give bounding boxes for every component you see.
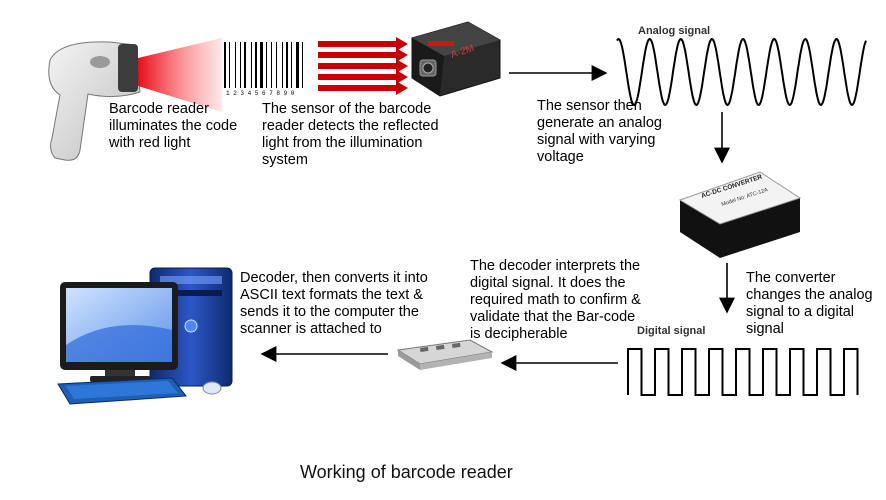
converter-box-icon: AC-DC CONVERTER Model No: ATC-12A bbox=[678, 171, 802, 258]
barcode-bar bbox=[296, 42, 299, 88]
step-sensor-detect-text: The sensor of the barcode reader detects… bbox=[262, 101, 439, 168]
barcode-icon bbox=[224, 42, 303, 88]
red-arrow bbox=[318, 37, 408, 51]
analog-signal-label: Analog signal bbox=[638, 25, 711, 37]
reflected-light-arrows bbox=[318, 37, 408, 95]
barcode-digits: 1 2 3 4 5 6 7 8 9 0 bbox=[226, 90, 295, 97]
barcode-bar bbox=[235, 42, 236, 88]
barcode-bar bbox=[276, 42, 277, 88]
decoder-board-icon bbox=[396, 339, 494, 370]
digital-waveform bbox=[627, 348, 859, 396]
step-decoder-text: The decoder interprets the digital signa… bbox=[470, 258, 641, 342]
barcode-bar bbox=[260, 42, 263, 88]
barcode-bar bbox=[229, 42, 230, 88]
analog-waveform bbox=[616, 37, 867, 107]
step-computer-text: Decoder, then converts it into ASCII tex… bbox=[240, 270, 428, 337]
laser-beam bbox=[138, 38, 222, 112]
barcode-bar bbox=[255, 42, 257, 88]
barcode-bar bbox=[266, 42, 267, 88]
barcode-bar bbox=[302, 42, 303, 88]
red-arrow bbox=[318, 81, 408, 95]
red-arrow bbox=[318, 59, 408, 73]
step-converter-text: The converter changes the analog signal … bbox=[746, 270, 873, 337]
red-arrow bbox=[318, 48, 408, 62]
barcode-bar bbox=[291, 42, 292, 88]
step-reader-text: Barcode reader illuminates the code with… bbox=[109, 101, 238, 151]
sensor-camera-icon: A-2M bbox=[411, 21, 501, 97]
barcode-bar bbox=[224, 42, 226, 88]
diagram-caption: Working of barcode reader bbox=[300, 462, 513, 482]
barcode-bar bbox=[251, 42, 252, 88]
red-arrow bbox=[318, 70, 408, 84]
barcode-bar bbox=[244, 42, 246, 88]
barcode-bar bbox=[282, 42, 283, 88]
computer-icon bbox=[57, 267, 233, 405]
barcode-bar bbox=[240, 42, 241, 88]
barcode-bar bbox=[286, 42, 288, 88]
step-sensor-generate-text: The sensor then generate an analog signa… bbox=[537, 98, 662, 165]
barcode-bar bbox=[271, 42, 272, 88]
digital-signal-label: Digital signal bbox=[637, 325, 706, 337]
barcode-scanner-icon bbox=[48, 41, 141, 161]
